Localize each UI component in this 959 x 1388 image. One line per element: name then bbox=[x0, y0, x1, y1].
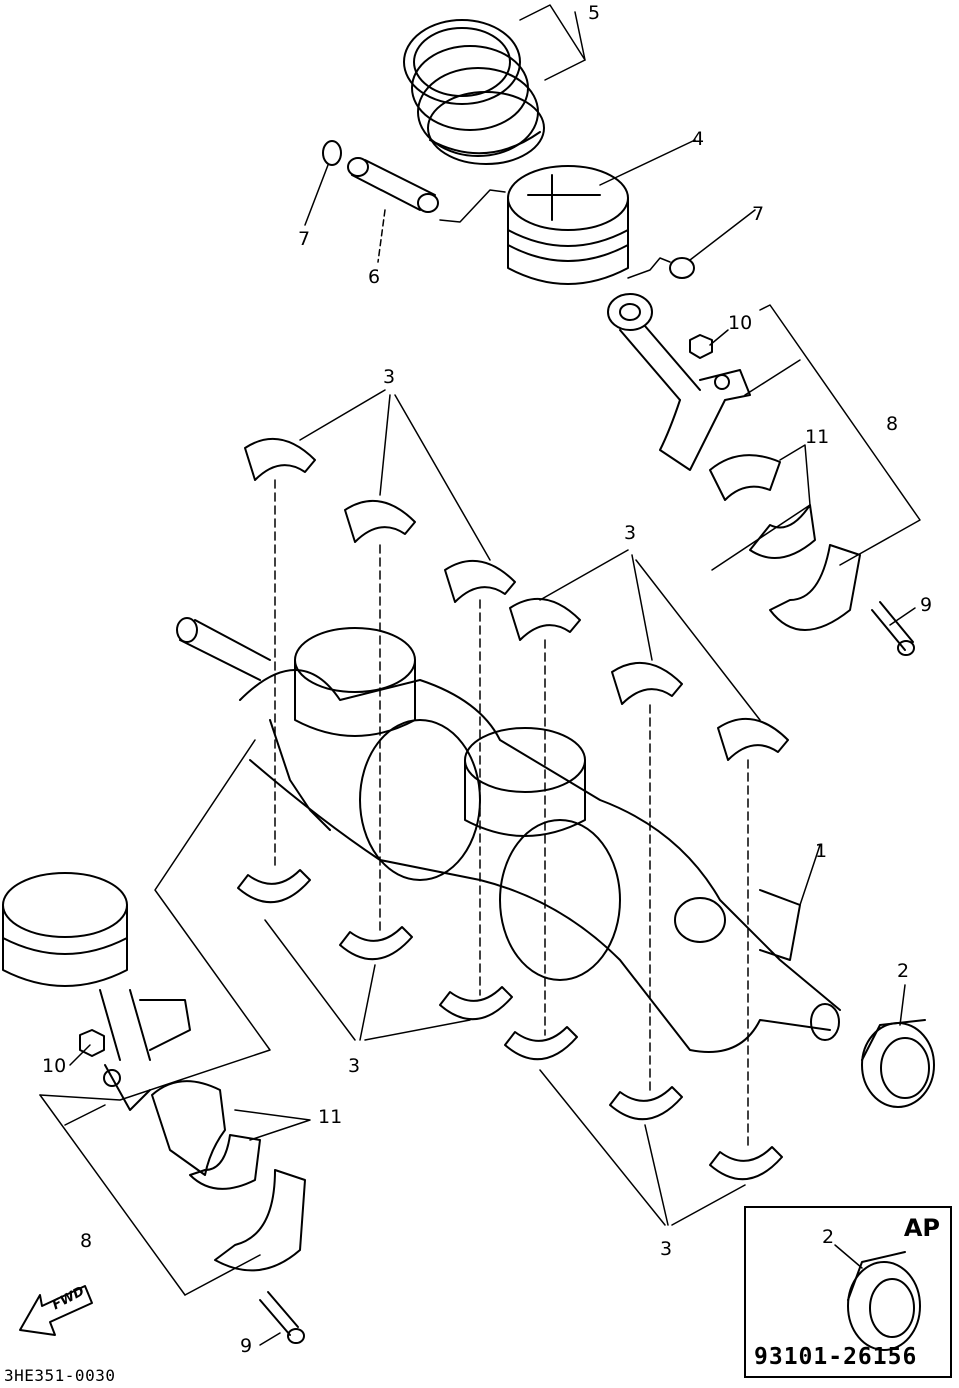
oil-seal-ap bbox=[847, 1251, 921, 1351]
callout-11-lower: 11 bbox=[318, 1106, 343, 1128]
callout-3-lower-right: 3 bbox=[660, 1238, 673, 1260]
callout-1: 1 bbox=[815, 840, 828, 862]
leader-lines bbox=[39, 4, 921, 1346]
piston-lower-left bbox=[2, 872, 128, 987]
ap-label: AP bbox=[903, 1214, 940, 1242]
connecting-rod-lower bbox=[99, 989, 191, 1111]
oil-seal bbox=[861, 1019, 935, 1108]
main-bearings-lower-row bbox=[237, 869, 783, 1181]
piston-pin bbox=[347, 157, 439, 213]
big-end-bearings-upper bbox=[709, 454, 861, 631]
callout-10-upper: 10 bbox=[728, 312, 753, 334]
rod-bolt-lower bbox=[259, 1291, 305, 1344]
callout-8-lower: 8 bbox=[80, 1230, 93, 1252]
callout-6: 6 bbox=[368, 266, 381, 288]
piston-pin-clip-right bbox=[669, 257, 695, 279]
callout-5: 5 bbox=[588, 2, 601, 24]
rod-bolt-upper bbox=[871, 601, 915, 656]
callout-11-upper: 11 bbox=[805, 426, 830, 448]
callout-3-lower-left: 3 bbox=[348, 1055, 361, 1077]
drawing-code: 3HE351-0030 bbox=[4, 1366, 116, 1385]
piston-top bbox=[507, 165, 629, 285]
callout-3-upper-right: 3 bbox=[624, 522, 637, 544]
callout-3-upper-left: 3 bbox=[383, 366, 396, 388]
rod-nut-upper bbox=[689, 334, 713, 359]
big-end-bearings-lower bbox=[151, 1080, 306, 1272]
main-bearings-upper-row bbox=[244, 437, 789, 761]
callout-10-lower: 10 bbox=[42, 1055, 67, 1077]
piston-rings bbox=[403, 19, 545, 165]
ap-callout-2: 2 bbox=[822, 1226, 835, 1248]
callout-9-lower: 9 bbox=[240, 1335, 253, 1357]
rod-nut-lower bbox=[79, 1029, 105, 1057]
callout-7-left: 7 bbox=[298, 228, 311, 250]
callout-4: 4 bbox=[692, 128, 705, 150]
callout-9-upper: 9 bbox=[920, 594, 933, 616]
crankshaft bbox=[176, 617, 841, 1053]
ap-replacement-part-box: AP 2 93101-26156 bbox=[744, 1206, 952, 1378]
piston-on-crank-right bbox=[464, 727, 586, 837]
callout-8-upper: 8 bbox=[886, 413, 899, 435]
fwd-arrow-icon bbox=[19, 1285, 93, 1336]
callout-2: 2 bbox=[897, 960, 910, 982]
ap-part-number: 93101-26156 bbox=[754, 1344, 918, 1370]
callout-7-right: 7 bbox=[752, 203, 765, 225]
piston-pin-clip-left bbox=[322, 140, 342, 166]
connecting-rod-upper bbox=[607, 293, 751, 471]
piston-on-crank-left bbox=[294, 627, 416, 737]
